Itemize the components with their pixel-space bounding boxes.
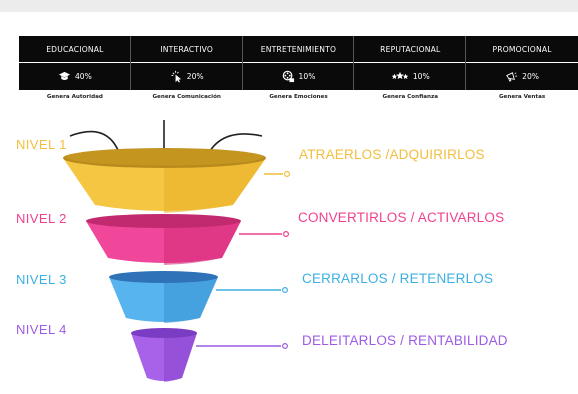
category-value: 20% [130, 63, 243, 90]
stars-icon [391, 71, 409, 80]
category-educacional: EDUCACIONAL 40% Genera Autoridad [19, 36, 131, 100]
category-description: Genera Comunicación [152, 94, 221, 100]
connector-4 [196, 343, 289, 350]
connector-2 [239, 231, 290, 238]
category-percent: 20% [522, 72, 540, 81]
category-value: 40% [19, 63, 131, 90]
category-percent: 40% [74, 72, 92, 81]
category-value: 10% [354, 63, 467, 90]
pointer-click-icon [171, 70, 181, 83]
category-percent: 10% [298, 72, 316, 81]
category-description: Genera Emociones [269, 94, 328, 100]
category-title: PROMOCIONAL [466, 36, 578, 62]
category-description: Genera Ventas [498, 94, 546, 100]
category-percent: 20% [186, 72, 204, 81]
connector-3 [216, 287, 289, 294]
category-title: EDUCACIONAL [19, 36, 131, 62]
category-description: Genera Autoridad [46, 94, 103, 100]
category-reputacional: REPUTACIONAL 10% Genera Confianza [354, 36, 467, 100]
level-1-label: NIVEL 1 [16, 137, 67, 152]
connector-1 [264, 171, 291, 178]
funnel-tier-1 [63, 148, 266, 213]
column-divider [129, 36, 131, 90]
megaphone-icon [506, 72, 518, 82]
funnel-tier-4 [131, 328, 197, 382]
level-4-label: NIVEL 4 [16, 322, 67, 337]
category-entretenimiento: ENTRETENIMIENTO 10% Genera Emociones [242, 36, 355, 100]
stage-2-label: CONVERTIRLOS / ACTIVARLOS [298, 210, 505, 225]
funnel-tier-2 [86, 214, 241, 265]
category-value: 20% [466, 63, 578, 90]
level-3-label: NIVEL 3 [16, 272, 67, 287]
funnel-tier-3 [109, 271, 218, 323]
category-percent: 10% [412, 72, 430, 81]
category-title: REPUTACIONAL [354, 36, 467, 62]
category-value: 10% [242, 63, 355, 90]
column-divider [353, 36, 355, 90]
stage-3-label: CERRARLOS / RETENERLOS [302, 271, 494, 286]
category-title: INTERACTIVO [130, 36, 243, 62]
category-promocional: PROMOCIONAL 20% Genera Ventas [466, 36, 578, 100]
category-title: ENTRETENIMIENTO [242, 36, 355, 62]
film-reel-icon [282, 70, 294, 83]
stage-1-label: ATRAERLOS /ADQUIRIRLOS [299, 147, 485, 162]
level-2-label: NIVEL 2 [16, 211, 67, 226]
column-divider [465, 36, 467, 90]
category-description: Genera Confianza [382, 94, 439, 100]
category-interactivo: INTERACTIVO 20% Genera Comunicación [130, 36, 243, 100]
stage-4-label: DELEITARLOS / RENTABILIDAD [302, 333, 508, 348]
column-divider [241, 36, 243, 90]
graduation-cap-icon [58, 71, 71, 80]
top-band [0, 0, 578, 12]
content-categories-table: EDUCACIONAL 40% Genera Autoridad INTERAC… [19, 36, 578, 100]
